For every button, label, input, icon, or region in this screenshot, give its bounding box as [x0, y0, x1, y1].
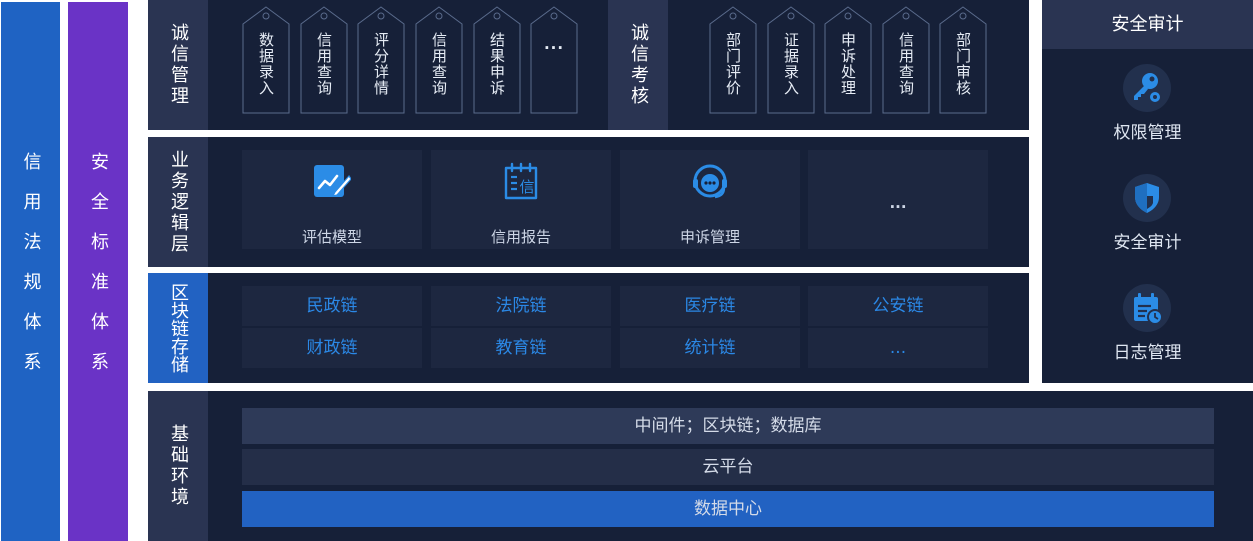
integrity-panel: 诚信管理 数据录入 信用查询 评分详情 信用查询 结果申诉 ... 诚信考核 部… — [148, 0, 1029, 130]
layer-middleware[interactable]: 中间件；区块链；数据库 — [242, 408, 1214, 444]
tag-credit-query-2[interactable]: 信用查询 — [415, 6, 463, 114]
chain-item[interactable]: 教育链 — [431, 328, 611, 368]
tag-department-evaluation[interactable]: 部门评价 — [709, 6, 757, 114]
chain-item[interactable]: ... — [808, 328, 988, 368]
base-environment-section: 基础环境 — [148, 391, 208, 541]
layer-cloud-platform[interactable]: 云平台 — [242, 449, 1214, 485]
integrity-management-label: 诚信管理 — [168, 23, 189, 107]
base-environment-label: 基础环境 — [168, 424, 189, 508]
tag-data-entry[interactable]: 数据录入 — [242, 6, 290, 114]
blockchain-storage-section: 区块链存储 — [148, 273, 208, 383]
tag-more[interactable]: ... — [530, 6, 578, 114]
security-audit-item[interactable]: 安全审计 — [1042, 174, 1253, 264]
module-label: 申诉管理 — [679, 228, 740, 246]
chain-item[interactable]: 法院链 — [431, 286, 611, 326]
module-assessment-model[interactable]: 评估模型 — [242, 150, 422, 249]
integrity-exam-section: 诚信考核 — [608, 0, 668, 130]
security-audit-title: 安全审计 — [1042, 0, 1253, 49]
log-management-item[interactable]: 日志管理 — [1042, 284, 1253, 374]
tag-evidence-entry[interactable]: 证据录入 — [767, 6, 815, 114]
chain-item[interactable]: 公安链 — [808, 286, 988, 326]
chain-item[interactable]: 医疗链 — [620, 286, 800, 326]
security-audit-panel: 安全审计 权限管理 安全审计 — [1042, 0, 1253, 383]
tag-label: 部门评价 — [724, 32, 742, 96]
module-more[interactable]: ... — [808, 150, 988, 249]
business-logic-panel: 业务逻辑层 评估模型 信 信用报告 — [148, 137, 1029, 267]
blockchain-storage-panel: 区块链存储 民政链 法院链 医疗链 公安链 财政链 教育链 统计链 ... — [148, 273, 1029, 383]
tag-label: 申诉处理 — [839, 32, 857, 96]
business-logic-label: 业务逻辑层 — [168, 149, 189, 255]
safety-standard-label: 安全标准体系 — [88, 151, 109, 392]
module-label: 信用报告 — [490, 228, 551, 246]
module-credit-report[interactable]: 信 信用报告 — [431, 150, 611, 249]
svg-text:信: 信 — [519, 178, 534, 196]
tag-label: ... — [543, 35, 565, 53]
tag-label: 证据录入 — [782, 32, 800, 96]
key-gear-icon — [1123, 64, 1171, 112]
tag-label: 信用查询 — [315, 32, 333, 96]
tag-label: 数据录入 — [257, 32, 275, 96]
tag-label: 信用查询 — [430, 32, 448, 96]
tag-result-appeal[interactable]: 结果申诉 — [473, 6, 521, 114]
legal-system-bar: 信用法规体系 — [1, 2, 60, 541]
edit-chart-icon — [314, 165, 351, 197]
chain-item[interactable]: 财政链 — [242, 328, 422, 368]
base-environment-panel: 基础环境 中间件；区块链；数据库 云平台 数据中心 — [148, 391, 1253, 541]
integrity-management-section: 诚信管理 — [148, 0, 208, 130]
integrity-exam-label: 诚信考核 — [628, 23, 649, 107]
tag-label: 信用查询 — [897, 32, 915, 96]
tag-department-review[interactable]: 部门审核 — [939, 6, 987, 114]
item-label: 安全审计 — [1113, 233, 1182, 253]
legal-system-label: 信用法规体系 — [20, 151, 42, 392]
item-label: 日志管理 — [1113, 343, 1182, 363]
permission-management-item[interactable]: 权限管理 — [1042, 64, 1253, 154]
tag-credit-query[interactable]: 信用查询 — [300, 6, 348, 114]
blockchain-storage-label: 区块链存储 — [168, 283, 189, 373]
business-logic-section: 业务逻辑层 — [148, 137, 208, 267]
chain-item[interactable]: 民政链 — [242, 286, 422, 326]
tag-label: 部门审核 — [954, 32, 972, 96]
tag-label: 结果申诉 — [488, 32, 506, 96]
tag-score-details[interactable]: 评分详情 — [357, 6, 405, 114]
tag-label: 评分详情 — [372, 32, 390, 96]
item-label: 权限管理 — [1113, 123, 1182, 143]
shield-icon — [1123, 174, 1171, 222]
chain-item[interactable]: 统计链 — [620, 328, 800, 368]
module-appeal-management[interactable]: 申诉管理 — [620, 150, 800, 249]
tag-appeal-processing[interactable]: 申诉处理 — [824, 6, 872, 114]
report-document-icon: 信 — [504, 162, 538, 200]
safety-standard-bar: 安全标准体系 — [68, 2, 128, 541]
module-label: 评估模型 — [301, 228, 362, 246]
layer-data-center[interactable]: 数据中心 — [242, 491, 1214, 527]
customer-service-headset-icon — [693, 164, 727, 199]
module-label: ... — [889, 194, 907, 212]
tag-credit-query-3[interactable]: 信用查询 — [882, 6, 930, 114]
calendar-clock-icon — [1123, 284, 1171, 332]
